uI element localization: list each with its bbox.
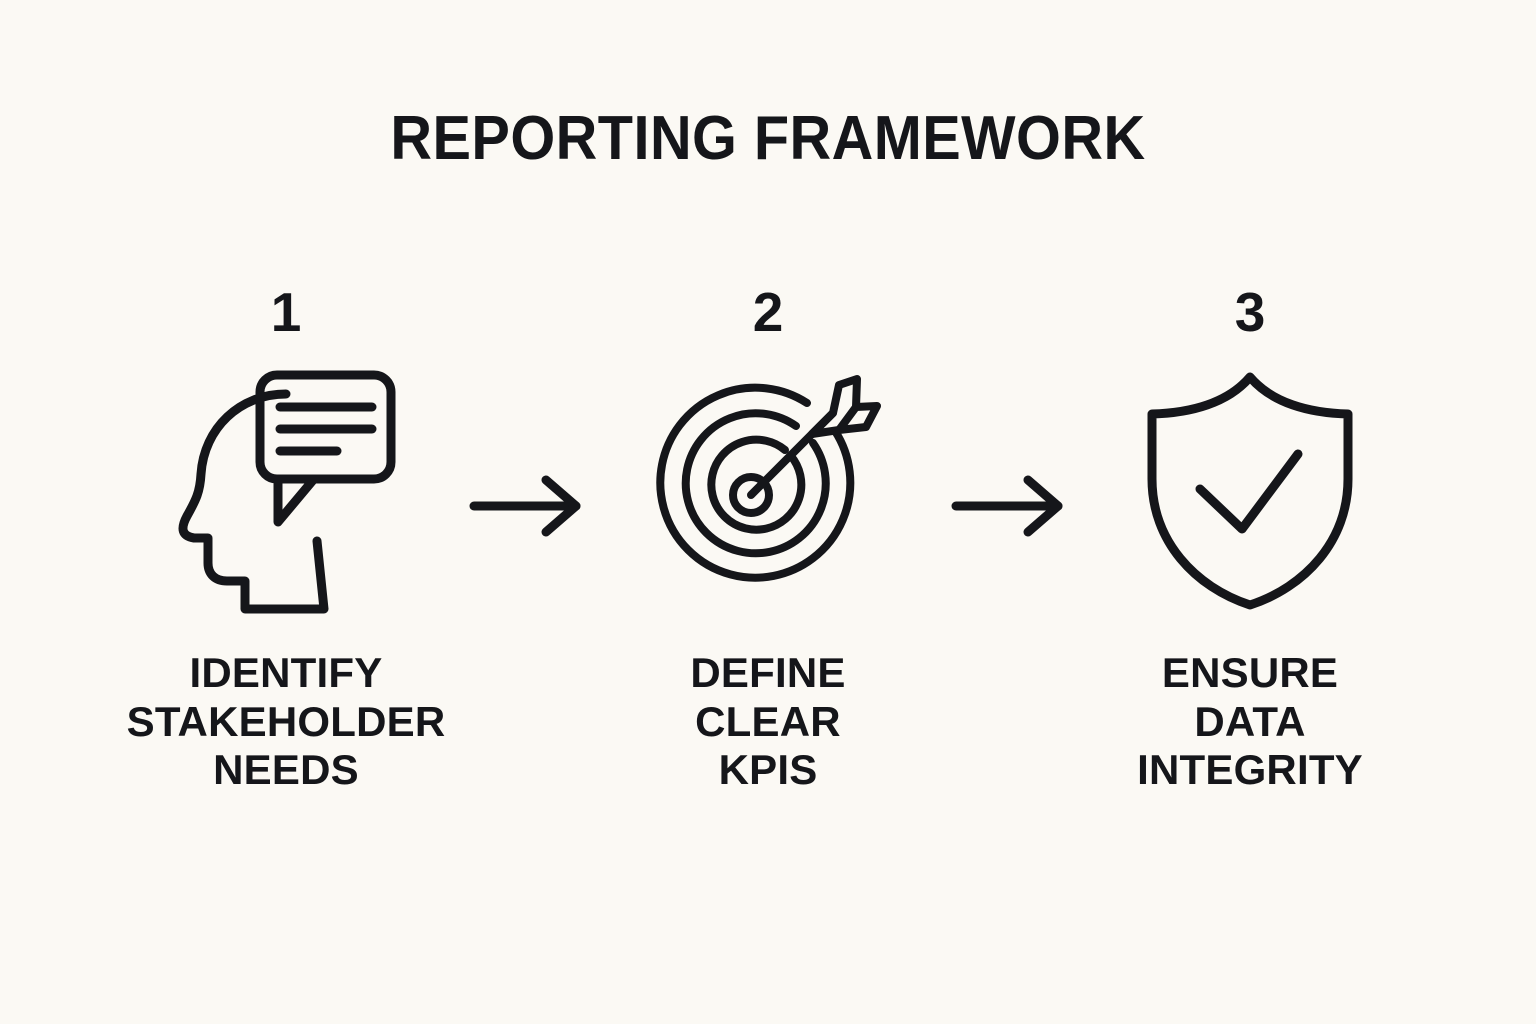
head-speech-bubble-icon: [171, 365, 401, 615]
arrow-right-icon: [468, 475, 586, 537]
step-1-label-line-1: IDENTIFY: [189, 649, 383, 696]
step-1: 1 IDENTIFY STAKEHOLDER NE: [110, 285, 462, 795]
arrow-right-icon: [950, 475, 1068, 537]
step-1-label-line-2: STAKEHOLDER: [126, 697, 446, 745]
target-arrow-icon: [653, 365, 883, 615]
step-1-number: 1: [270, 281, 302, 343]
connector-1: [465, 285, 590, 537]
step-3-label-line-2: DATA: [1194, 697, 1306, 745]
step-1-label: IDENTIFY STAKEHOLDER NEEDS: [127, 649, 446, 795]
step-3: 3 ENSURE DATA INTEGRITY: [1074, 285, 1426, 795]
page-title: REPORTING FRAMEWORK: [390, 104, 1146, 173]
connector-2: [947, 285, 1072, 537]
step-1-label-line-3: NEEDS: [213, 746, 359, 794]
step-3-number: 3: [1234, 281, 1266, 343]
step-3-label-line-3: INTEGRITY: [1137, 746, 1363, 794]
step-2-label: DEFINE CLEAR KPIS: [690, 649, 845, 795]
step-3-label-line-1: ENSURE: [1161, 649, 1339, 696]
shield-check-icon: [1135, 365, 1365, 615]
steps-row: 1 IDENTIFY STAKEHOLDER NE: [110, 285, 1426, 885]
step-2: 2: [592, 285, 944, 795]
step-2-number: 2: [752, 281, 784, 343]
step-2-label-line-3: KPIS: [718, 746, 818, 794]
step-3-label: ENSURE DATA INTEGRITY: [1137, 649, 1363, 795]
step-2-label-line-1: DEFINE: [690, 649, 846, 696]
step-2-label-line-2: CLEAR: [695, 697, 841, 745]
